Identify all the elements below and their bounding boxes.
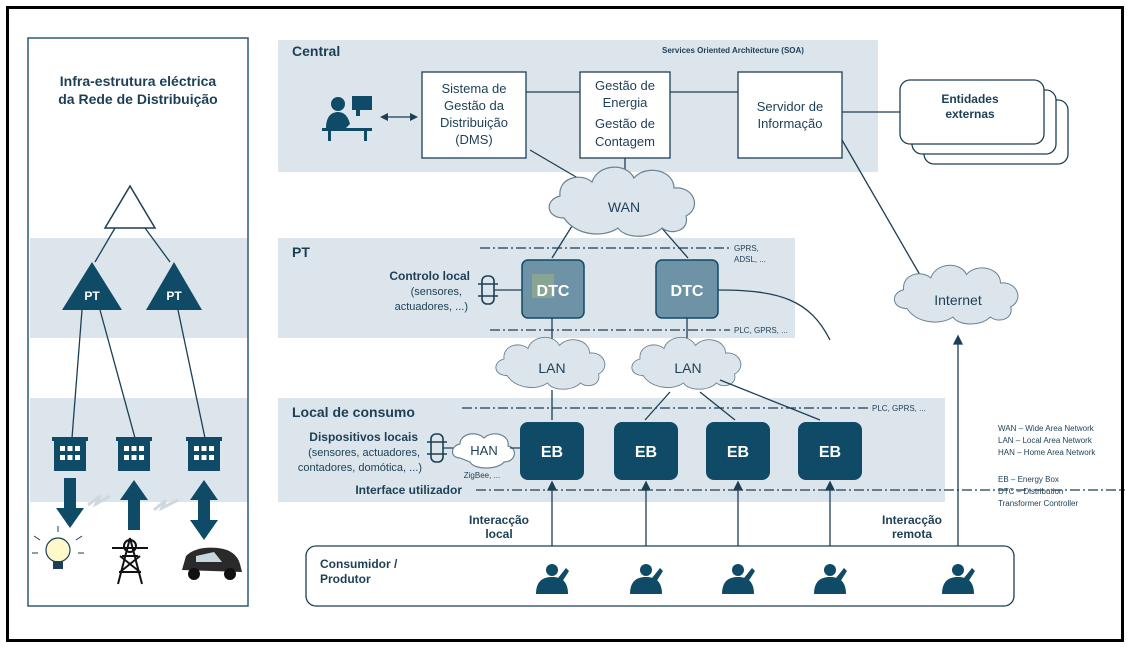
central-label: Central [292,43,340,59]
han-label: HAN [470,443,497,458]
lan-label-2: LAN [674,360,701,376]
dispositivos-line-3: contadores, domótica, ...) [298,462,422,474]
eb-label-4: EB [819,444,841,461]
left-panel [27,37,249,607]
electric-car-icon [182,547,242,580]
light-bulb-icon [32,526,84,569]
left-title-2: da Rede de Distribuição [58,91,217,107]
eb-box-4 [798,422,862,480]
energia-line-4: Contagem [595,134,655,149]
interface-label: Interface utilizador [355,483,462,497]
energia-line-2: Energia [603,95,649,110]
operator-icon [322,96,372,141]
controlo-line-1: Controlo local [389,269,470,283]
consumidor-line-1: Consumidor / [320,557,398,571]
bidirectional-arrow-icon [190,480,218,540]
servidor-line-2: Informação [757,116,822,131]
gprs-adsl-line-2: ADSL, ... [734,255,766,264]
building-icon-2 [116,437,152,471]
legend-wan: WAN – Wide Area Network [998,424,1095,433]
consumo-band-label: Local de consumo [292,404,415,420]
interaccao-local-1: Interacção [469,513,529,527]
external-entities-stack [899,79,1069,165]
power-tower-icon [112,537,148,585]
consumption-arrow-icon [56,478,84,528]
lan-label-1: LAN [538,360,565,376]
dms-line-3: Distribuição [440,115,508,130]
soa-label: Services Oriented Architecture (SOA) [662,46,804,55]
legend-han: HAN – Home Area Network [998,448,1096,457]
wan-label: WAN [608,199,640,215]
dms-line-2: Gestão da [444,98,505,113]
pt-triangle-2 [146,262,202,310]
eb-box-1 [520,422,584,480]
production-arrow-icon [120,480,148,530]
eb-box-3 [706,422,770,480]
servidor-line-1: Servidor de [757,99,823,114]
energy-management-box [579,71,671,159]
left-title-1: Infra-estrutura eléctrica [60,73,217,89]
building-icon-3 [186,437,222,471]
eb-label-1: EB [541,444,563,461]
dispositivos-line-2: (sensores, actuadores, [308,447,420,459]
energia-line-3: Gestão de [595,116,655,131]
eb-label-2: EB [635,444,657,461]
eb-label-3: EB [727,444,749,461]
building-icon-1 [52,437,88,471]
eb-box-2 [614,422,678,480]
legend-lan: LAN – Local Area Network [998,436,1093,445]
plc-gprs-label-1: PLC, GPRS, ... [734,326,788,335]
dms-line-1: Sistema de [441,81,506,96]
legend-dtc-2: Transformer Controller [998,499,1079,508]
pt-band-label: PT [292,244,310,260]
dtc-label-1: DTC [537,283,570,300]
interaccao-remota-2: remota [892,527,932,541]
internet-label: Internet [934,292,982,308]
pt-triangle-1 [62,262,122,310]
left-pt-band [30,238,248,338]
controlo-line-2: (sensores, [411,286,462,298]
dms-box [421,71,527,159]
gprs-adsl-line-1: GPRS, [734,244,759,253]
interaccao-remota-1: Interacção [882,513,942,527]
entidades-line-2: externas [945,107,995,121]
dms-line-4: (DMS) [455,132,493,147]
lightning-icon-2 [153,498,179,512]
transformer-tree [62,184,206,439]
han-cloud-icon [451,433,515,469]
information-server-box [737,71,843,159]
consumidor-line-2: Produtor [320,572,371,586]
consumer-box [305,545,1015,607]
interaccao-local-2: local [485,527,512,541]
energia-line-1: Gestão de [595,78,655,93]
dtc-label-2: DTC [671,283,704,300]
plc-gprs-label-2: PLC, GPRS, ... [872,404,926,413]
controlo-line-3: actuadores, ...) [395,301,468,313]
pt-label-2: PT [166,289,182,303]
entidades-line-1: Entidades [941,92,999,106]
pt-label-1: PT [84,289,100,303]
dispositivos-line-1: Dispositivos locais [309,430,418,444]
lightning-icon-1 [87,494,111,508]
legend-eb: EB – Energy Box [998,475,1059,484]
legend-dtc-1: DTC – Distribution [998,487,1063,496]
zigbee-label: ZigBee, ... [464,471,500,480]
